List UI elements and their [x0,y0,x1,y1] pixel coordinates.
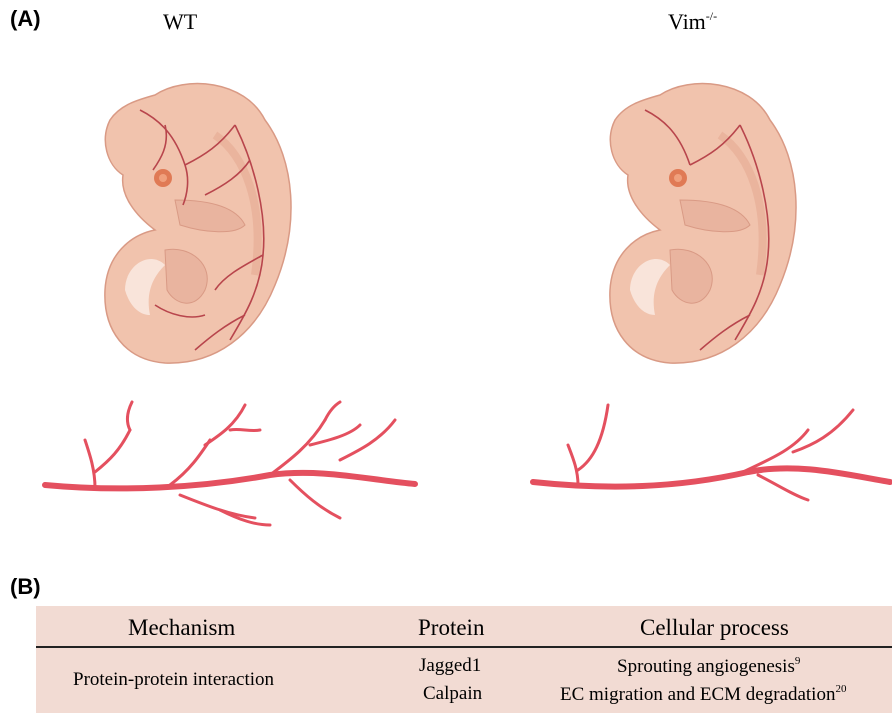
vim-knockout-title: Vim-/- [668,9,717,35]
main-vessel [533,468,890,486]
vim-title-base: Vim [668,9,706,34]
vim-knockout-embryo-illustration [600,75,820,375]
reference-9: 9 [795,655,801,667]
protein-jagged1: Jagged1 [419,655,481,677]
header-divider [36,646,892,648]
header-cellular-process: Cellular process [640,615,789,641]
process-ec-migration: EC migration and ECM degradation20 [560,683,846,706]
panel-a-label: (A) [10,6,41,32]
header-protein: Protein [418,615,484,641]
main-vessel [45,473,415,489]
vim-knockout-vessel-network [528,400,892,530]
reference-20: 20 [835,683,846,695]
wt-title: WT [163,9,197,35]
wt-vessel-network [40,400,420,540]
protein-calpain: Calpain [423,683,482,705]
mechanism-cell: Protein-protein interaction [73,669,274,691]
panel-b-label: (B) [10,574,41,600]
vim-title-superscript: -/- [706,9,717,23]
header-mechanism: Mechanism [128,615,235,641]
mechanism-table: Mechanism Protein Cellular process Prote… [36,606,892,713]
process-sprouting-angiogenesis: Sprouting angiogenesis9 [617,655,800,678]
wt-embryo-illustration [95,75,315,375]
